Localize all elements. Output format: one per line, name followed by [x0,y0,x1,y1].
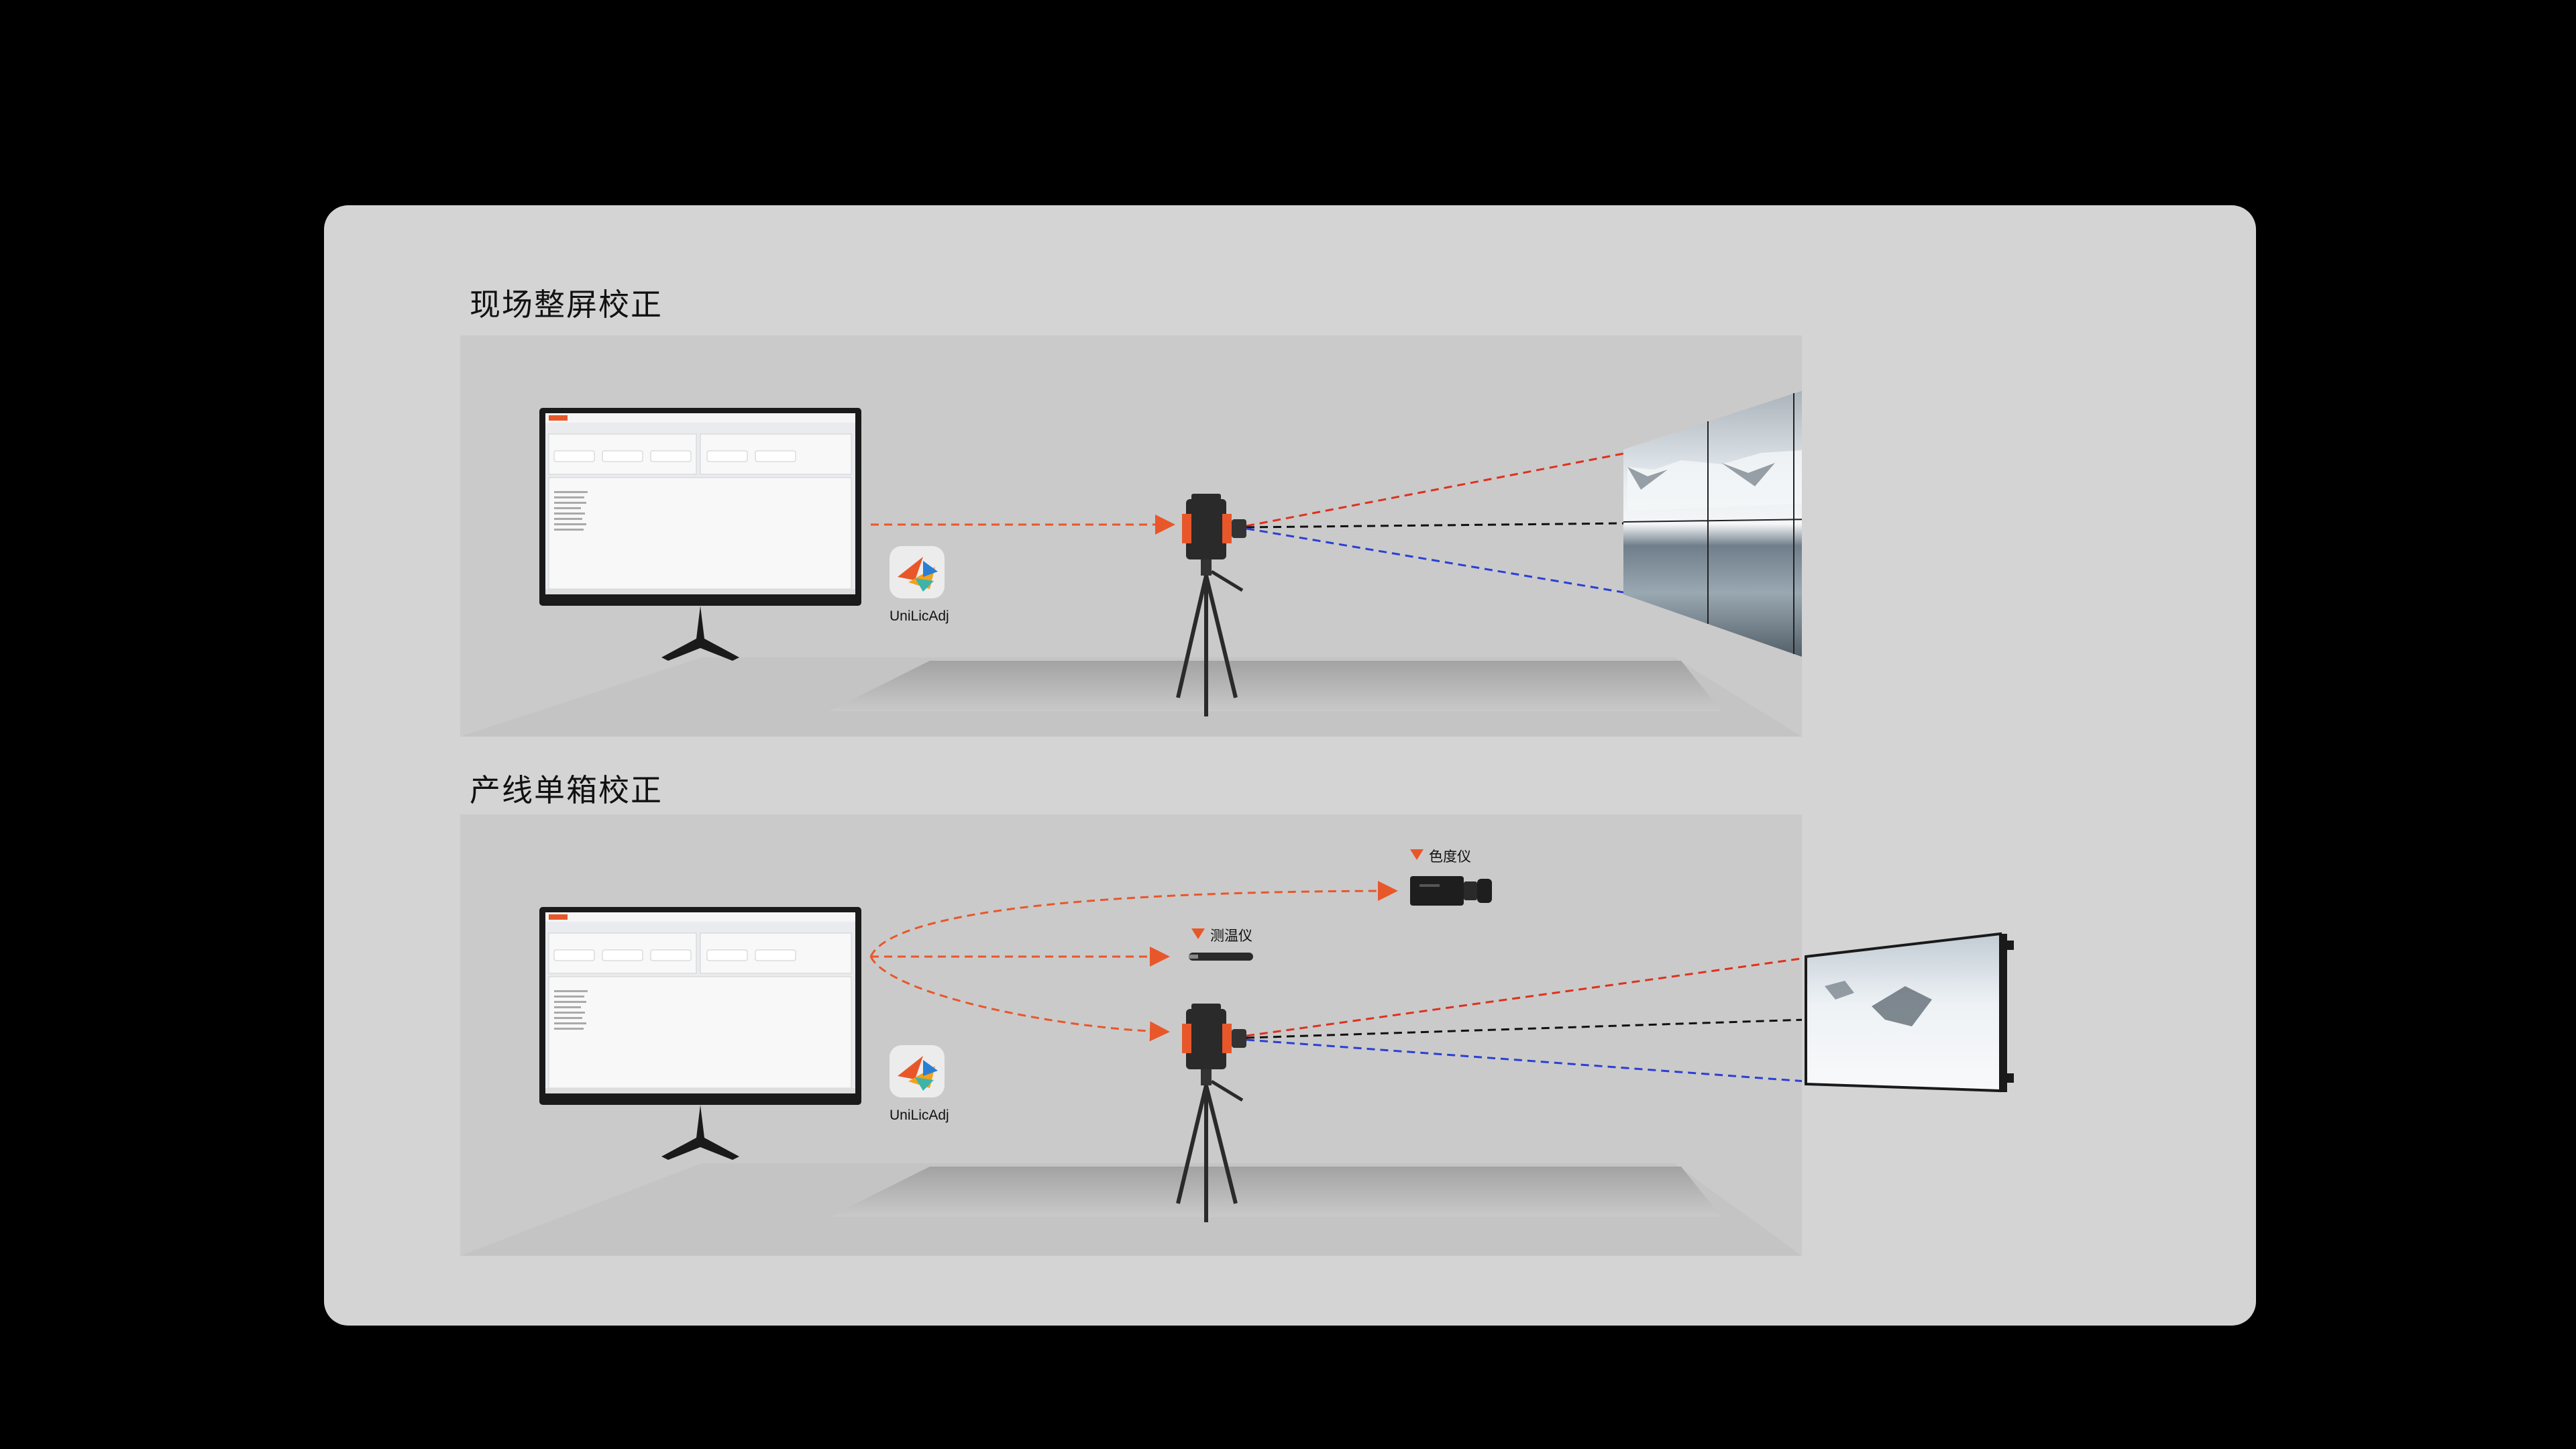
camera-to-cabinet-top [1138,814,1246,1036]
link-arrow-monitor-colorimeter [869,881,1398,957]
thermometer-marker-icon [1191,928,1205,939]
red-sight-line [1136,814,1246,1036]
thermometer-label: 测温仪 [1210,928,1252,944]
section-title-onsite: 现场整屏校正 [470,286,663,323]
led-video-wall-icon [1623,390,1802,657]
sight-line-center [1246,522,1628,529]
floor-shadow [829,661,1721,711]
colorimeter-label: 色度仪 [1429,849,1471,865]
thermometer-probe-icon [1189,953,1253,961]
colorimeter-marker-icon [1410,849,1424,860]
app-name-label: UniLicAdj [890,608,949,624]
scene-onsite-calibration: UniLicAdj [460,335,1802,737]
link-arrow-monitor-camera [869,956,1170,1042]
sight-line-top [1138,814,1246,1034]
scene-production-line-calibration: UniLicAdj 色度仪 测温仪 [460,814,1802,1256]
camera-cabinet-line-top [1246,957,1802,1037]
colorimeter-icon [1410,876,1492,906]
camera-cabinet-line-center [1246,1018,1802,1039]
led-cabinet-panel [1798,926,2026,1114]
app-name-label: UniLicAdj [890,1108,949,1123]
monitor-icon [539,408,861,661]
sight-line-upper [1136,814,1246,1036]
floor-shadow [829,1167,1721,1217]
camera-on-tripod-icon [1176,494,1246,716]
app-logo-icon [890,1045,945,1097]
monitor-icon [539,907,861,1160]
sight-line-top [1246,451,1628,527]
section-title-production-line: 产线单箱校正 [470,772,663,808]
sight-line-red [1136,814,1246,1036]
camera-on-tripod-icon [1176,1004,1246,1222]
sight-line-bottom [1246,527,1628,594]
sight-line-top-segment [1135,814,1246,1036]
app-logo-icon [890,546,945,598]
camera-cabinet-line-bottom [1246,1038,1802,1083]
